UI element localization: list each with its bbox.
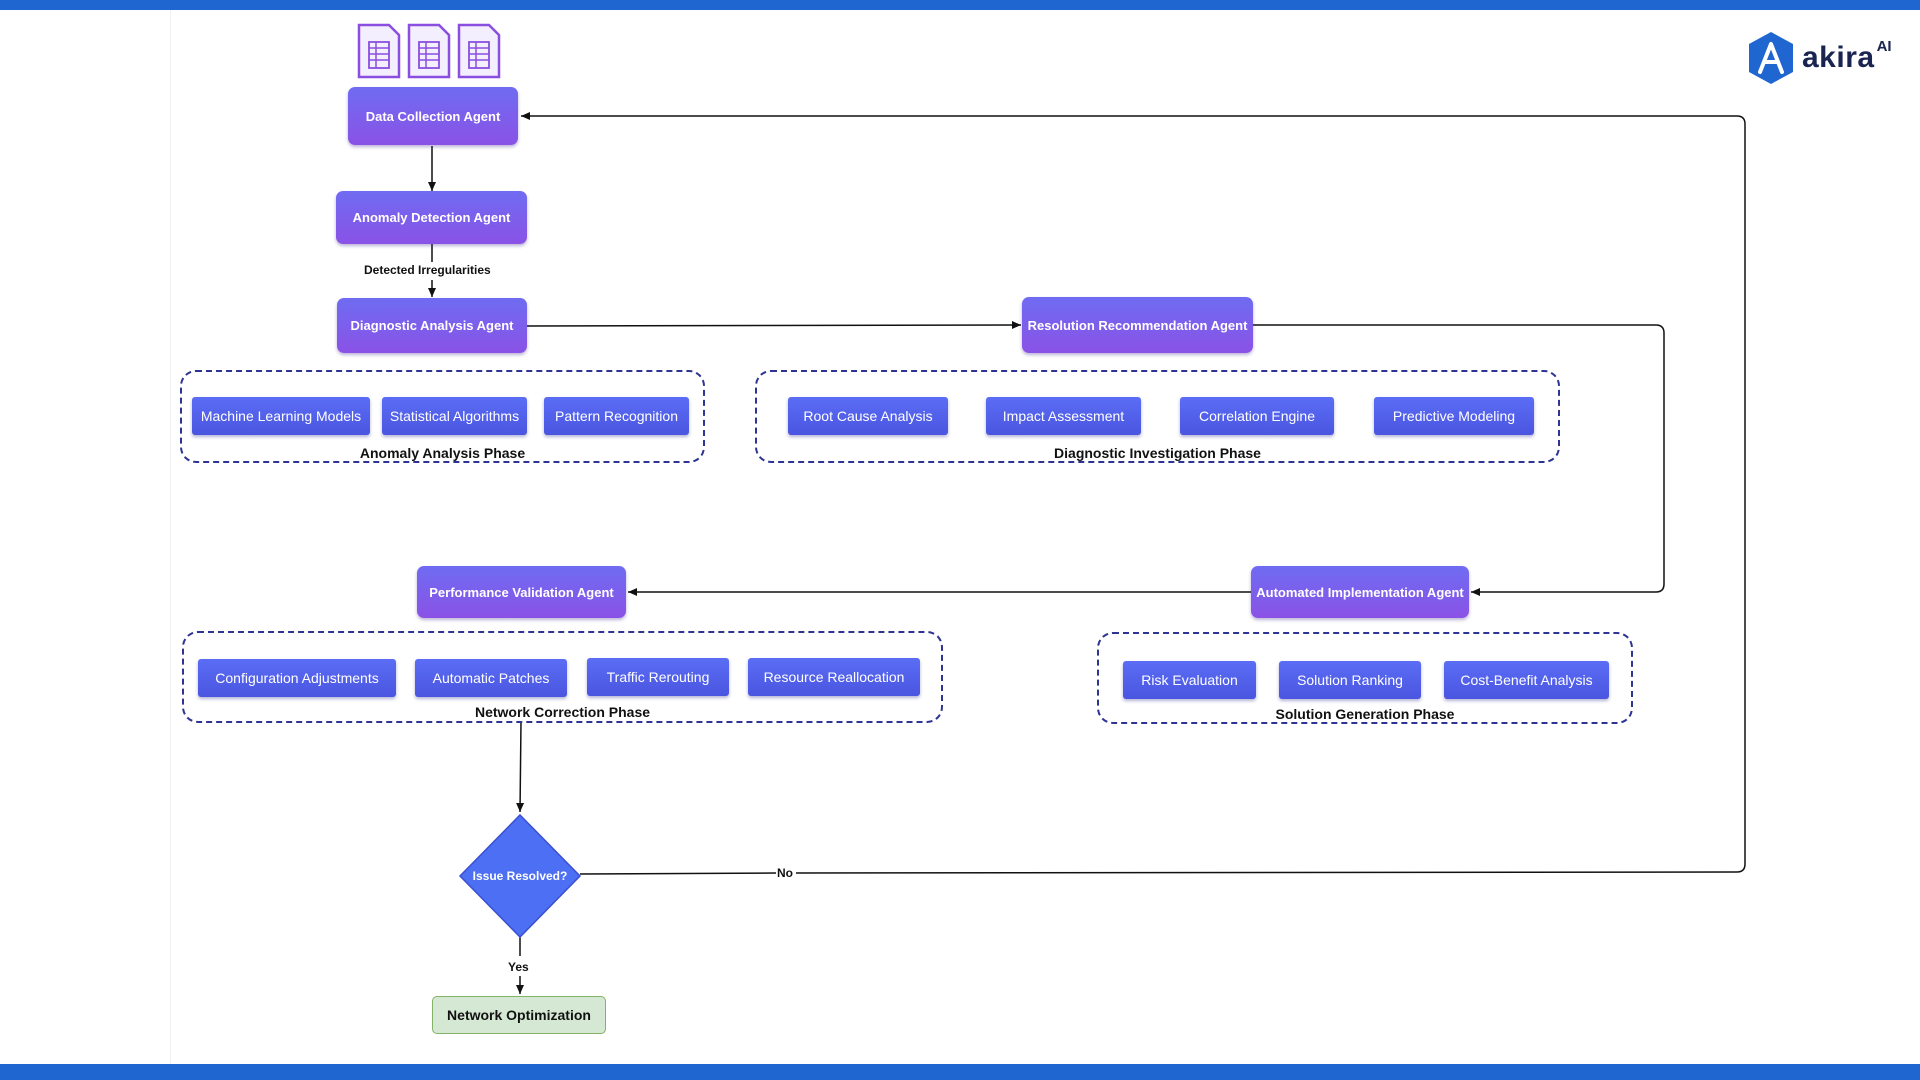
logo-superscript: AI [1876, 38, 1892, 55]
edge-decision-no [579, 872, 777, 875]
group-label-diagnostic: Diagnostic Investigation Phase [1054, 445, 1261, 461]
chip-automatic-patches[interactable]: Automatic Patches [415, 659, 567, 697]
edge-decision-no-loop [521, 112, 1746, 874]
anomaly-analysis-phase: Machine Learning Models Statistical Algo… [180, 370, 705, 463]
network-correction-phase: Configuration Adjustments Automatic Patc… [182, 631, 943, 723]
group-label-correction: Network Correction Phase [474, 704, 651, 720]
chip-predictive-modeling[interactable]: Predictive Modeling [1374, 397, 1534, 435]
network-optimization-terminal[interactable]: Network Optimization [432, 996, 606, 1034]
decision-issue-resolved[interactable]: Issue Resolved? [472, 869, 568, 883]
edge-label-yes: Yes [508, 960, 529, 974]
diagnostic-investigation-phase: Root Cause Analysis Impact Assessment Co… [755, 370, 1560, 463]
chip-cost-benefit-analysis[interactable]: Cost-Benefit Analysis [1444, 661, 1609, 699]
data-sources-icons [356, 22, 506, 85]
canvas-edge [170, 10, 171, 1064]
edge-correction-to-decision [516, 721, 525, 813]
chip-solution-ranking[interactable]: Solution Ranking [1279, 661, 1421, 699]
akira-logo: akira AI [1746, 30, 1892, 86]
spreadsheet-doc-icon [457, 23, 501, 79]
resolution-recommendation-agent[interactable]: Resolution Recommendation Agent [1022, 297, 1253, 353]
edge-label-detected: Detected Irregularities [364, 263, 491, 277]
data-collection-agent[interactable]: Data Collection Agent [348, 87, 518, 145]
spreadsheet-doc-icon [407, 23, 451, 79]
spreadsheet-doc-icon [357, 23, 401, 79]
chip-machine-learning-models[interactable]: Machine Learning Models [192, 397, 370, 435]
chip-impact-assessment[interactable]: Impact Assessment [986, 397, 1141, 435]
group-label-anomaly: Anomaly Analysis Phase [359, 445, 526, 461]
top-accent-bar [0, 0, 1920, 10]
decision-diamond [458, 813, 582, 939]
logo-text: akira [1802, 41, 1875, 74]
chip-pattern-recognition[interactable]: Pattern Recognition [544, 397, 689, 435]
chip-statistical-algorithms[interactable]: Statistical Algorithms [382, 397, 527, 435]
akira-logo-icon [1749, 32, 1793, 84]
anomaly-detection-agent[interactable]: Anomaly Detection Agent [336, 191, 527, 244]
chip-configuration-adjustments[interactable]: Configuration Adjustments [198, 659, 396, 697]
performance-validation-agent[interactable]: Performance Validation Agent [417, 566, 626, 618]
chip-resource-reallocation[interactable]: Resource Reallocation [748, 658, 920, 696]
edge-diagnostic-to-resolution [526, 321, 1022, 330]
chip-risk-evaluation[interactable]: Risk Evaluation [1123, 661, 1256, 699]
edge-resolution-to-implementation [1253, 324, 1665, 596]
group-label-solution: Solution Generation Phase [1275, 706, 1455, 722]
bottom-accent-bar [0, 1064, 1920, 1080]
chip-traffic-rerouting[interactable]: Traffic Rerouting [587, 658, 729, 696]
diagnostic-analysis-agent[interactable]: Diagnostic Analysis Agent [337, 298, 527, 353]
chip-root-cause-analysis[interactable]: Root Cause Analysis [788, 397, 948, 435]
automated-implementation-agent[interactable]: Automated Implementation Agent [1251, 566, 1469, 618]
chip-correlation-engine[interactable]: Correlation Engine [1180, 397, 1334, 435]
solution-generation-phase: Risk Evaluation Solution Ranking Cost-Be… [1097, 632, 1633, 724]
edge-label-no: No [777, 866, 793, 880]
